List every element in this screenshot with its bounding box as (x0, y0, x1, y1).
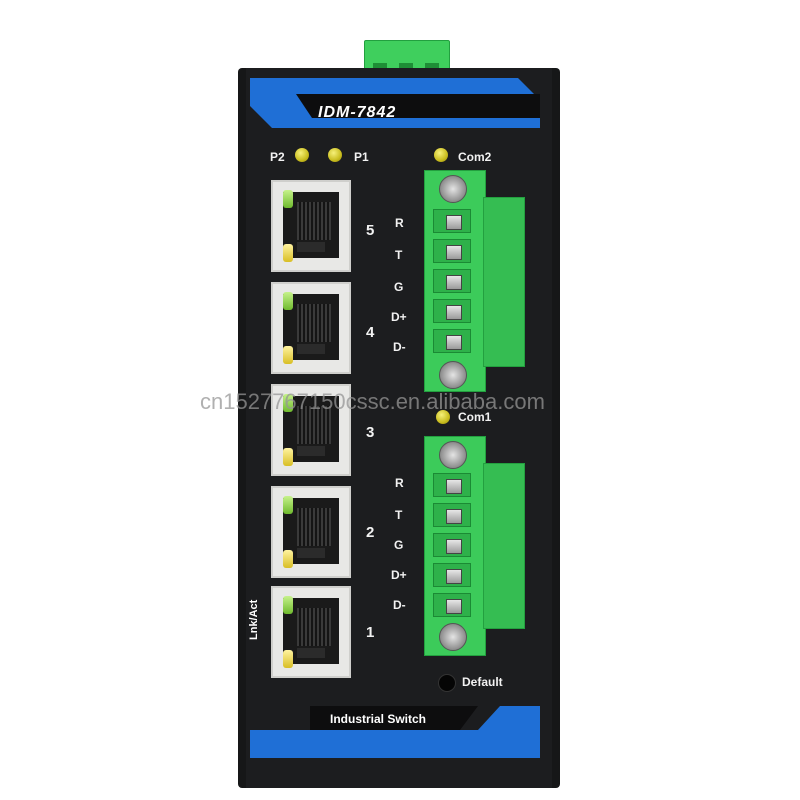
default-label: Default (462, 675, 503, 689)
terminal-pin (433, 473, 471, 497)
screw-icon (439, 175, 467, 203)
watermark-text: cn1527767150cssc.en.alibaba.com (200, 389, 545, 414)
com1-pin-t: T (395, 508, 403, 522)
port-number-3: 3 (366, 424, 375, 441)
com2-pin-g: G (394, 280, 404, 294)
screw-icon (439, 361, 467, 389)
terminal-pin (433, 593, 471, 617)
terminal-pin (433, 209, 471, 233)
activity-led (283, 550, 293, 568)
terminal-pin (433, 503, 471, 527)
link-led (283, 596, 293, 614)
terminal-plug-body (483, 463, 525, 629)
terminal-pin (433, 299, 471, 323)
link-led (283, 496, 293, 514)
ethernet-port-1[interactable] (271, 586, 351, 678)
default-reset-button[interactable] (438, 674, 456, 692)
activity-led (283, 448, 293, 466)
terminal-plug-body (483, 197, 525, 367)
com2-pin-r: R (395, 216, 404, 230)
com1-pin-dminus: D- (393, 598, 406, 612)
com2-pin-t: T (395, 248, 403, 262)
com2-pin-dplus: D+ (391, 310, 407, 324)
ethernet-port-2[interactable] (271, 486, 351, 578)
com1-label: Com1 (458, 410, 492, 424)
link-led (283, 292, 293, 310)
port-number-4: 4 (366, 324, 375, 341)
p1-label: P1 (354, 150, 369, 164)
com2-terminal-block[interactable] (424, 170, 525, 392)
com1-pin-r: R (395, 476, 404, 490)
com1-pin-g: G (394, 538, 404, 552)
ethernet-port-3[interactable] (271, 384, 351, 476)
link-led (283, 394, 293, 412)
model-name: IDM-7842 (318, 104, 397, 121)
bottom-blue-band (250, 706, 540, 758)
terminal-pin (433, 563, 471, 587)
activity-led (283, 346, 293, 364)
terminal-pin (433, 533, 471, 557)
port-number-1: 1 (366, 624, 375, 641)
p2-led (295, 148, 309, 162)
top-blue-band (250, 78, 540, 128)
activity-led (283, 650, 293, 668)
ethernet-port-5[interactable] (271, 180, 351, 272)
p1-led (328, 148, 342, 162)
com2-pin-dminus: D- (393, 340, 406, 354)
footer-label: Industrial Switch (330, 712, 427, 726)
screw-icon (439, 441, 467, 469)
ethernet-port-4[interactable] (271, 282, 351, 374)
lnk-act-label: Lnk/Act (248, 599, 260, 640)
port-number-5: 5 (366, 222, 375, 239)
terminal-pin (433, 329, 471, 353)
terminal-pin (433, 269, 471, 293)
link-led (283, 190, 293, 208)
com1-pin-dplus: D+ (391, 568, 407, 582)
com2-led (434, 148, 448, 162)
terminal-pin (433, 239, 471, 263)
activity-led (283, 244, 293, 262)
p2-label: P2 (270, 150, 285, 164)
com1-terminal-block[interactable] (424, 436, 525, 656)
screw-icon (439, 623, 467, 651)
com2-label: Com2 (458, 150, 492, 164)
com1-led (436, 410, 450, 424)
port-number-2: 2 (366, 524, 375, 541)
